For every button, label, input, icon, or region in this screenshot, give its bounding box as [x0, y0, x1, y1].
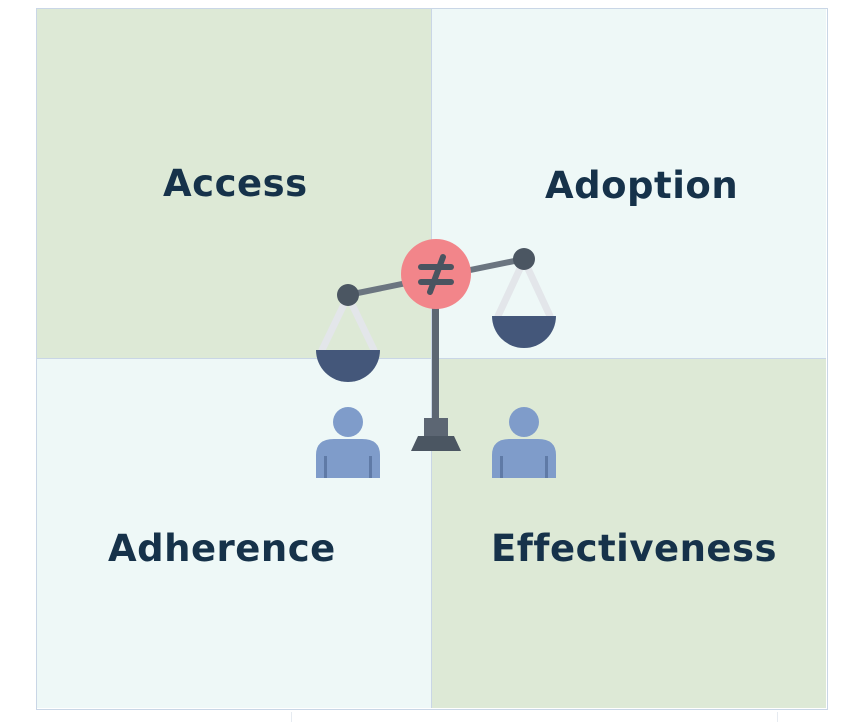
not-equal-icon	[401, 239, 471, 309]
scale-pole	[432, 290, 439, 426]
person-icon	[316, 407, 380, 478]
label-adherence: Adherence	[108, 527, 336, 570]
left-pan	[316, 350, 380, 382]
divider	[291, 712, 292, 722]
label-effectiveness: Effectiveness	[491, 527, 778, 570]
quadrant-adoption	[432, 9, 826, 359]
quadrant-adherence	[37, 359, 432, 708]
label-adoption: Adoption	[545, 164, 739, 207]
right-pan-strings	[494, 256, 554, 320]
beam-left-knob	[337, 284, 359, 306]
quadrant-grid	[36, 8, 828, 710]
quadrant-access	[37, 9, 432, 359]
person-icon	[492, 407, 556, 478]
divider	[777, 712, 778, 722]
quadrant-effectiveness	[432, 359, 826, 708]
right-pan	[492, 316, 556, 348]
label-access: Access	[163, 162, 308, 205]
scale-base	[411, 418, 461, 451]
beam-right-knob	[513, 248, 535, 270]
